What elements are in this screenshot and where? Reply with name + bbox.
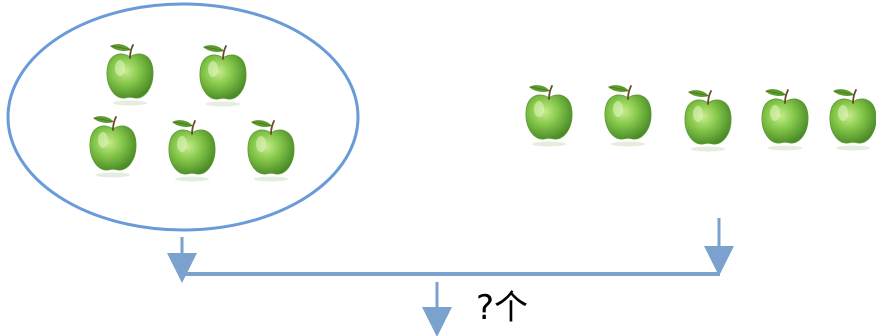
- apple-icon: [684, 89, 732, 153]
- apple-icon: [89, 115, 137, 179]
- group-outline-ellipse: [6, 2, 360, 232]
- apple-icon: [829, 88, 876, 152]
- apple-icon: [525, 84, 573, 148]
- apple-icon: [199, 44, 247, 108]
- apple-icon: [761, 88, 809, 152]
- apple-icon: [247, 119, 295, 183]
- apple-icon: [604, 84, 652, 148]
- apple-icon: [106, 43, 154, 107]
- question-label: ?个: [476, 288, 529, 328]
- apple-icon: [168, 119, 216, 183]
